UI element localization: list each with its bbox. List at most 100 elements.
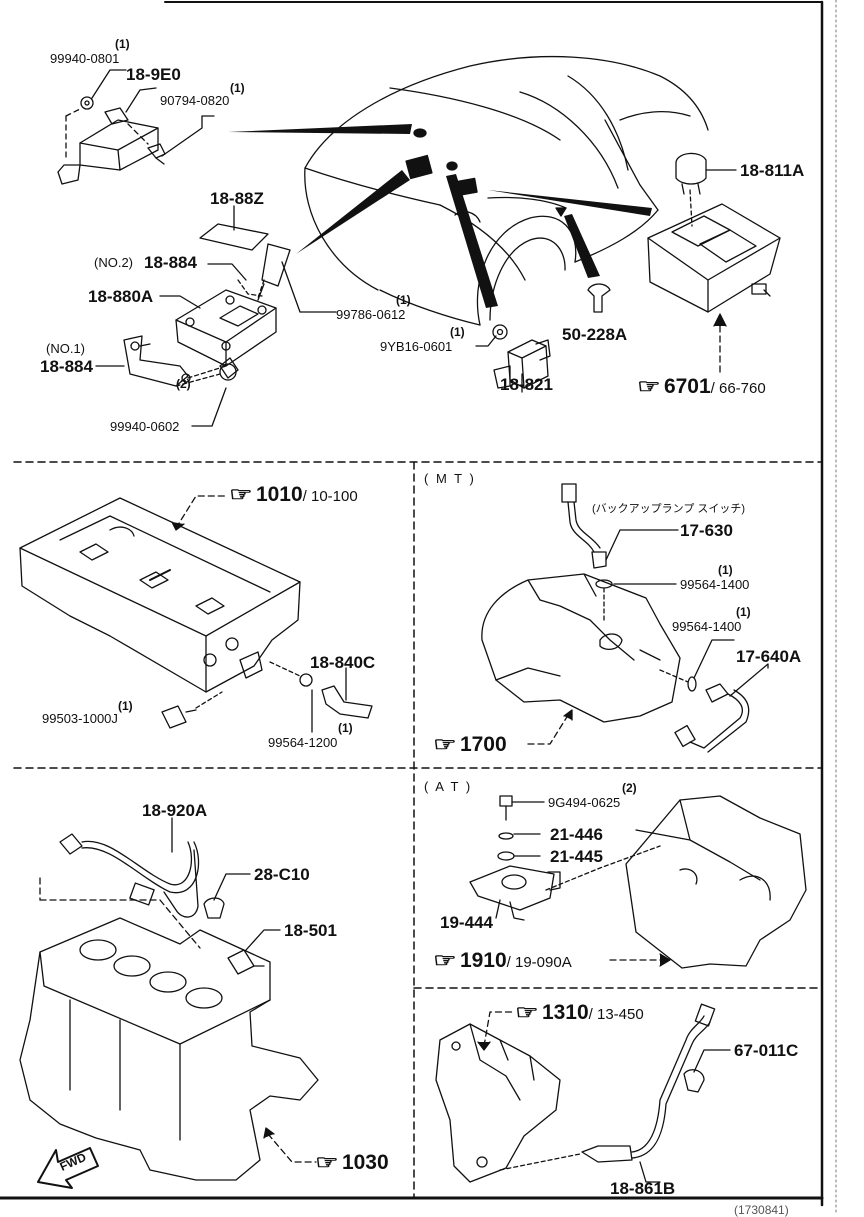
leader-line — [195, 691, 223, 709]
part-18-880a — [175, 243, 291, 367]
part-number-label: 99564-1400 — [680, 577, 750, 592]
exhaust-manifold — [435, 1023, 581, 1183]
leader-line — [693, 1049, 731, 1073]
pointing-hand-icon: ☞ — [229, 484, 253, 506]
arrow-head — [659, 953, 671, 967]
part-18-811a — [675, 152, 707, 195]
leader-line — [161, 115, 215, 157]
leader-wedges — [228, 124, 652, 308]
reference-1030[interactable]: ☞1030 — [315, 1151, 389, 1174]
part-number-label: 9YB16-0601 — [380, 339, 453, 354]
part-18-840c — [269, 661, 373, 719]
qty-label: (1) — [736, 605, 751, 619]
part-number-label: 21-446 — [550, 825, 603, 844]
part-18-821 — [492, 324, 551, 389]
part-number-label: 18-880A — [88, 287, 154, 306]
part-number-label: 18-861B — [610, 1179, 676, 1198]
engine-block — [19, 877, 319, 1181]
pointing-hand-icon: ☞ — [433, 950, 457, 972]
arrow-head — [477, 1041, 491, 1051]
manual-transmission — [481, 573, 681, 723]
part-number-label: 99940-0801 — [50, 51, 120, 66]
pointing-hand-icon: ☞ — [637, 376, 661, 398]
qty-label: (1) — [115, 37, 130, 51]
part-number-label: 99503-1000J — [42, 711, 118, 726]
part-9g494-0625 — [497, 795, 515, 861]
pointing-hand-icon: ☞ — [515, 1002, 539, 1024]
leader-line — [693, 639, 735, 679]
part-number-label: 18-920A — [142, 801, 208, 820]
section-dividers — [13, 461, 823, 1199]
fwd-arrow-icon — [37, 1147, 99, 1189]
leader-line — [207, 263, 247, 281]
part-number-label: 99564-1200 — [268, 735, 338, 750]
leader-line — [527, 711, 571, 745]
vehicle-drawing — [304, 55, 709, 326]
reference-1010[interactable]: ☞1010/ 10-100 — [229, 483, 358, 506]
part-18-88z — [199, 223, 269, 251]
figure-code: (1730841) — [734, 1203, 789, 1217]
reference-1910[interactable]: ☞1910/ 19-090A — [433, 949, 572, 972]
leader-line — [267, 1133, 317, 1163]
qty-label: (1) — [450, 325, 465, 339]
leader-line — [175, 495, 229, 529]
note-label: (バックアップランプ スイッチ) — [592, 503, 746, 515]
part-number-label: 21-445 — [550, 847, 603, 866]
part-17-630 — [561, 483, 613, 621]
part-number-label: 67-011C — [734, 1041, 799, 1060]
reference-6701[interactable]: ☞6701/ 66-760 — [637, 375, 766, 398]
section-title-mt: ( M T ) — [424, 471, 476, 486]
part-number-label: 18-9E0 — [126, 65, 181, 84]
arrow-head — [713, 313, 727, 327]
part-50-228a — [587, 283, 611, 313]
leader-line — [729, 663, 769, 697]
leader-line — [159, 295, 201, 309]
part-17-640a — [659, 669, 750, 753]
leader-line — [639, 1161, 661, 1183]
part-28-c10 — [203, 897, 225, 919]
leader-line — [125, 87, 157, 113]
part-18-920a — [59, 833, 200, 918]
part-number-label: 18-501 — [284, 921, 337, 940]
part-number-label: 18-821 — [500, 375, 553, 394]
fuse-box — [647, 189, 781, 313]
leader-line — [495, 899, 501, 919]
part-18-861b — [581, 1003, 716, 1163]
part-18-501 — [227, 949, 265, 975]
qty-label: (1) — [718, 563, 733, 577]
part-number-label: 18-88Z — [210, 189, 264, 208]
section-title-at: ( A T ) — [424, 779, 473, 794]
qty-label: (2) — [622, 781, 637, 795]
arrow-head — [171, 521, 185, 531]
part-67-011c — [683, 1069, 705, 1093]
cylinder-head — [19, 497, 301, 693]
qty-label: (1) — [396, 293, 411, 307]
leader-line — [281, 261, 337, 313]
part-number-label: 50-228A — [562, 325, 628, 344]
automatic-transmission — [625, 795, 807, 969]
part-number-label: 18-884 — [144, 253, 197, 272]
pointing-hand-icon: ☞ — [315, 1152, 339, 1174]
part-18-884-no1 — [123, 335, 239, 387]
part-number-label: 18-811A — [740, 161, 805, 180]
part-number-label: 99786-0612 — [336, 307, 406, 322]
part-number-label: 19-444 — [440, 913, 493, 932]
part-18-9e0 — [57, 96, 166, 185]
qty-label: (1) — [118, 699, 133, 713]
part-number-label: 28-C10 — [254, 865, 310, 884]
reference-1310[interactable]: ☞1310/ 13-450 — [515, 1001, 644, 1024]
part-number-label: 18-840C — [310, 653, 376, 672]
leader-line — [213, 873, 251, 901]
leader-line — [191, 387, 227, 427]
arrow-head — [263, 1127, 275, 1139]
leader-line — [483, 1011, 515, 1047]
part-99503-1000j — [161, 705, 197, 729]
leader-line — [91, 69, 127, 99]
part-number-label: 99940-0602 — [110, 419, 180, 434]
reference-1700[interactable]: ☞1700 — [433, 733, 507, 756]
vehicle-location-markers — [405, 128, 567, 217]
leader-line — [475, 335, 497, 347]
part-number-label: 17-640A — [736, 647, 802, 666]
note-label: (NO.1) — [46, 341, 85, 356]
